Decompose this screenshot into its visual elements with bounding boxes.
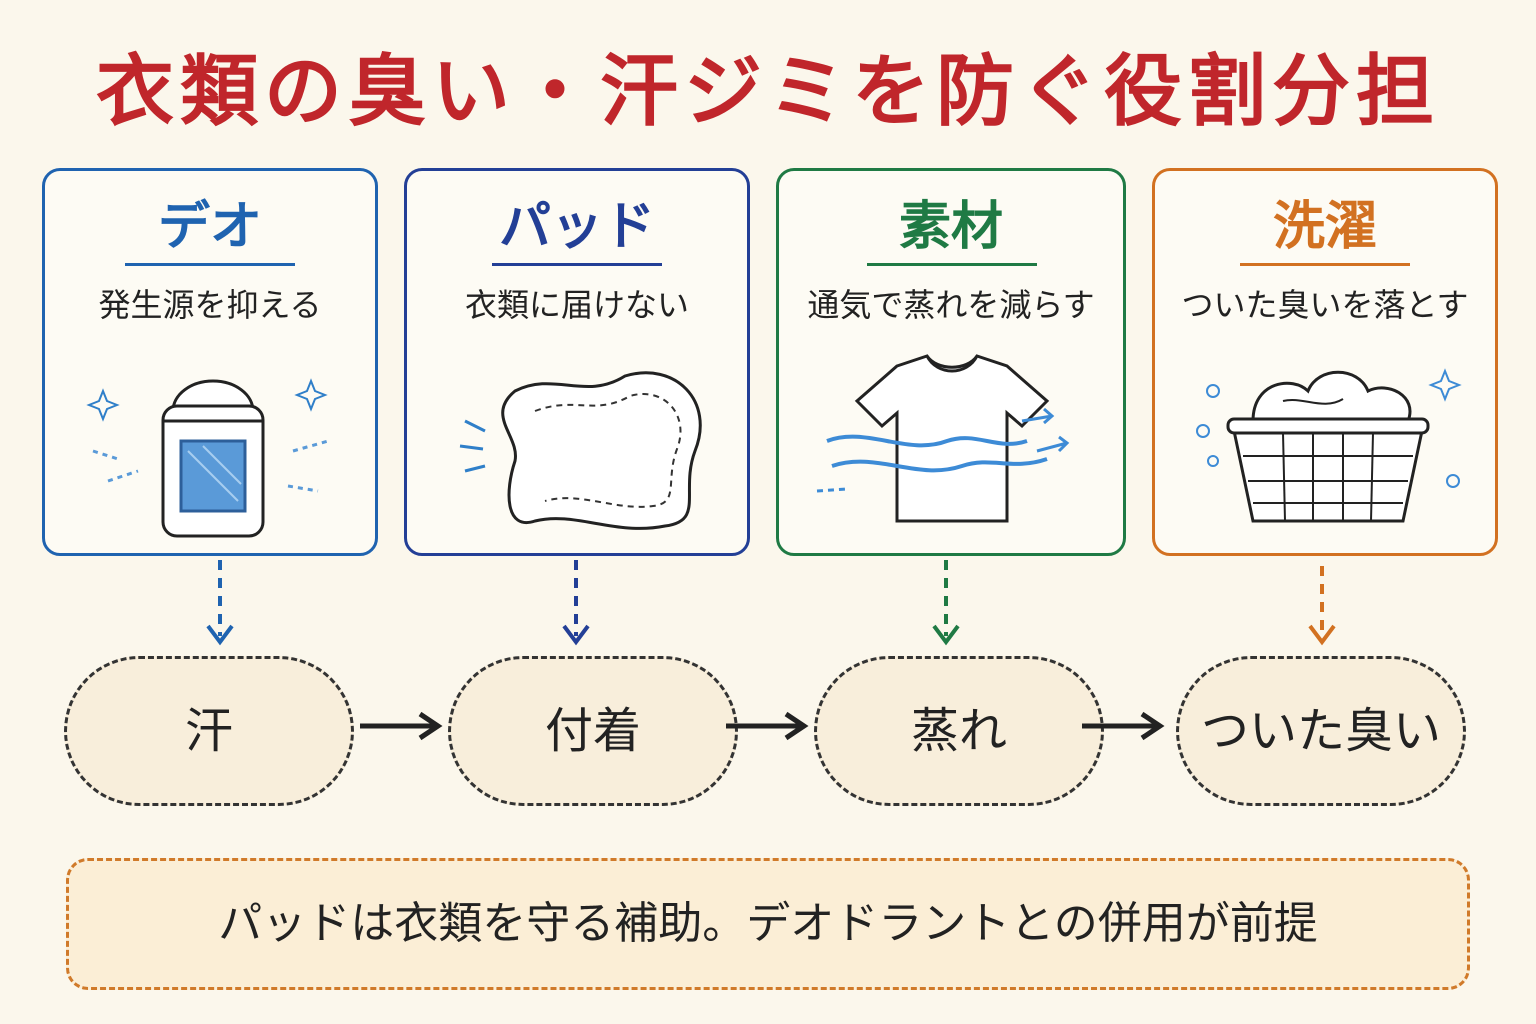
page-title: 衣類の臭い・汗ジミを防ぐ役割分担 (95, 47, 1440, 137)
laundry-basket-icon (1196, 368, 1462, 523)
arrow-down-pad (562, 560, 590, 646)
flow-node-adhesion: 付着 (448, 656, 738, 806)
card-deo: デオ 発生源を抑える (42, 168, 378, 556)
card-pad-underline (492, 263, 662, 266)
card-deo-underline (125, 263, 295, 266)
flow-node-sweat: 汗 (64, 656, 354, 806)
arrow-right-2 (726, 711, 809, 741)
arrow-right-1 (360, 711, 443, 741)
card-laundry-title: 洗濯 (1272, 197, 1377, 257)
card-deo-title: デオ (157, 197, 262, 257)
card-pad-desc: 衣類に届けない (464, 286, 689, 324)
card-pad-title: パッド (498, 197, 655, 257)
deodorant-stick-icon (86, 378, 329, 538)
card-laundry-underline (1240, 263, 1410, 266)
summary-note: パッドは衣類を守る補助。デオドラントとの併用が前提 (66, 858, 1470, 990)
card-laundry: 洗濯 ついた臭いを落とす (1152, 168, 1498, 556)
card-pad: パッド 衣類に届けない (404, 168, 750, 556)
card-deo-desc: 発生源を抑える (98, 286, 322, 324)
arrow-down-deo (206, 560, 234, 646)
arrow-down-material (932, 560, 960, 646)
card-laundry-desc: ついた臭いを落とす (1181, 286, 1469, 324)
card-material-title: 素材 (898, 197, 1003, 257)
flow-node-odor: ついた臭い (1176, 656, 1466, 806)
tshirt-airflow-icon (816, 354, 1070, 523)
flow-node-stuffiness: 蒸れ (814, 656, 1104, 806)
arrow-right-3 (1082, 711, 1165, 741)
card-material-desc: 通気で蒸れを減らす (807, 286, 1095, 324)
card-material-underline (867, 263, 1037, 266)
arrow-down-laundry (1308, 566, 1336, 646)
sweat-pad-icon (459, 371, 702, 530)
card-material: 素材 通気で蒸れを減らす (776, 168, 1126, 556)
